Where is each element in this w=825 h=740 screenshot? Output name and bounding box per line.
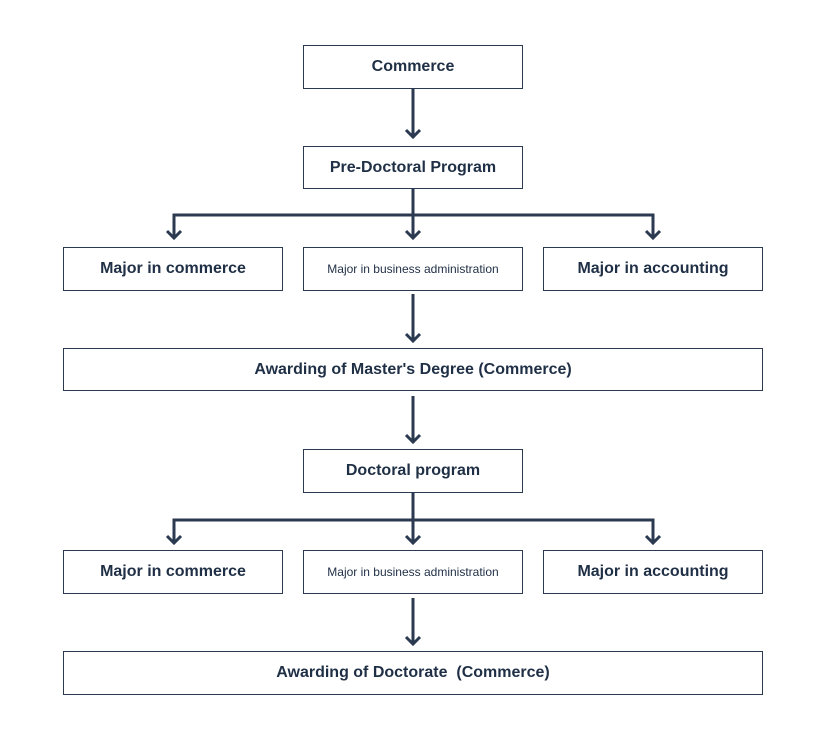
node-doctoral-program: Doctoral program — [303, 449, 523, 493]
arrowhead — [165, 229, 183, 241]
node-major-business-1: Major in business administration — [303, 247, 523, 291]
node-major-accounting-2: Major in accounting — [543, 550, 763, 594]
arrowhead — [644, 534, 662, 546]
arrowhead — [404, 128, 422, 140]
arrowhead — [165, 534, 183, 546]
connector-branch-bar-2 — [172, 518, 655, 543]
node-pre-doctoral-program: Pre-Doctoral Program — [303, 146, 523, 189]
connector-branch-bar-1 — [172, 213, 655, 238]
node-major-commerce-2: Major in commerce — [63, 550, 283, 594]
node-masters-degree: Awarding of Master's Degree (Commerce) — [63, 348, 763, 391]
node-major-business-2: Major in business administration — [303, 550, 523, 594]
arrowhead — [404, 635, 422, 647]
arrowhead — [404, 534, 422, 546]
arrowhead — [404, 433, 422, 445]
node-commerce: Commerce — [303, 45, 523, 89]
node-major-accounting-1: Major in accounting — [543, 247, 763, 291]
arrowhead — [404, 229, 422, 241]
arrowhead — [404, 332, 422, 344]
arrowhead — [644, 229, 662, 241]
node-major-commerce-1: Major in commerce — [63, 247, 283, 291]
node-doctorate: Awarding of Doctorate (Commerce) — [63, 651, 763, 695]
